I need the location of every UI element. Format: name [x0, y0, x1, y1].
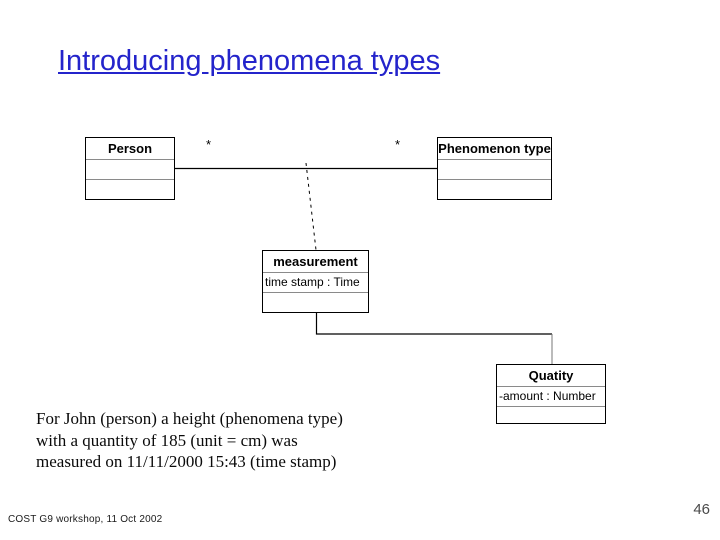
association-class-dashed-line	[305, 162, 317, 251]
body-line-3: measured on 11/11/2000 15:43 (time stamp…	[36, 452, 337, 471]
measurement-quatity-connector	[315, 313, 552, 335]
uml-class-quatity-name: Quatity	[497, 365, 605, 387]
uml-class-measurement-operations	[263, 293, 368, 312]
uml-class-measurement-attribute: time stamp : Time	[263, 273, 368, 293]
multiplicity-star-person: *	[206, 137, 212, 152]
uml-class-phenomenon-type-attributes	[438, 160, 551, 180]
body-line-1: For John (person) a height (phenomena ty…	[36, 409, 343, 428]
body-line-2: with a quantity of 185 (unit = cm) was	[36, 430, 298, 450]
multiplicity-star-phenomenon: *	[395, 137, 401, 152]
uml-class-person-attributes	[86, 160, 174, 180]
uml-class-measurement-name: measurement	[263, 251, 368, 273]
page-number: 46	[693, 501, 710, 518]
uml-class-phenomenon-type: Phenomenon type	[437, 137, 552, 200]
uml-class-phenomenon-type-operations	[438, 180, 551, 199]
uml-class-measurement: measurement time stamp : Time	[262, 250, 369, 313]
uml-class-quatity: Quatity -amount : Number	[496, 364, 606, 424]
uml-class-person-name: Person	[86, 138, 174, 160]
page-title: Introducing phenomena types	[58, 45, 441, 77]
uml-class-person: Person	[85, 137, 175, 200]
uml-class-phenomenon-type-name: Phenomenon type	[438, 138, 551, 160]
uml-class-quatity-operations	[497, 407, 605, 426]
body-paragraph: For John (person) a height (phenomena ty…	[36, 408, 436, 473]
uml-class-quatity-attribute: -amount : Number	[497, 387, 605, 407]
footer-text: COST G9 workshop, 11 Oct 2002	[8, 514, 163, 525]
uml-class-person-operations	[86, 180, 174, 199]
